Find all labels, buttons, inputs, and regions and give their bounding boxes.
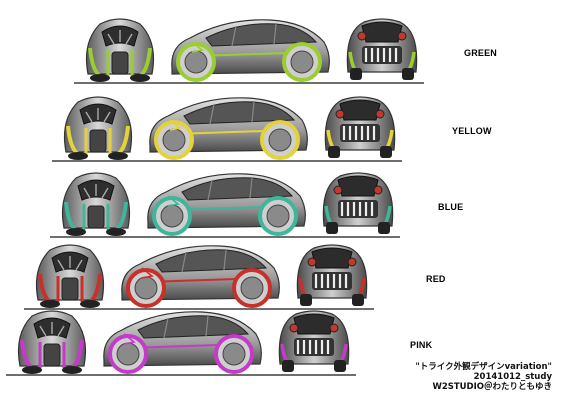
variant-row-blue: BLUE <box>0 166 566 242</box>
front-view <box>78 12 162 89</box>
ground-line <box>24 308 374 310</box>
variant-row-green: GREEN <box>0 12 566 88</box>
side-view <box>98 304 266 381</box>
rear-view-icon <box>296 244 368 306</box>
rear-view <box>340 12 424 89</box>
rear-view-icon <box>346 18 418 80</box>
side-view <box>166 12 334 89</box>
front-view-icon <box>35 244 105 308</box>
caption-title: "トライク外観デザインvariation" <box>415 362 552 372</box>
front-view <box>54 166 138 243</box>
side-view-icon <box>149 97 308 160</box>
ground-line <box>52 160 402 162</box>
side-view-icon <box>147 173 306 236</box>
side-view <box>142 166 310 243</box>
front-view-icon <box>17 310 87 374</box>
rear-view-icon <box>322 172 394 234</box>
side-view <box>116 238 284 315</box>
front-view <box>56 90 140 167</box>
side-view-icon <box>171 19 330 82</box>
side-view-icon <box>121 245 280 308</box>
rear-view-icon <box>278 310 350 372</box>
variant-row-yellow: YELLOW <box>0 90 566 166</box>
front-view-icon <box>85 18 155 82</box>
variant-label: BLUE <box>438 202 464 212</box>
variant-row-pink: PINK <box>0 304 566 380</box>
front-view <box>10 304 94 381</box>
ground-line <box>74 82 424 84</box>
front-view-icon <box>61 172 131 236</box>
variant-label: RED <box>426 274 446 284</box>
front-view <box>28 238 112 315</box>
variant-label: YELLOW <box>452 126 492 136</box>
variant-row-red: RED <box>0 238 566 314</box>
rear-view <box>316 166 400 243</box>
sheet-caption: "トライク外観デザインvariation" 20141012_study W2S… <box>415 362 552 392</box>
ground-line <box>50 236 400 238</box>
caption-date: 20141012_study <box>473 372 552 382</box>
side-view-icon <box>103 311 262 374</box>
ground-line <box>6 374 356 376</box>
caption-author: W2STUDIO＠わたりともゆき <box>432 382 552 392</box>
rear-view-icon <box>324 96 396 158</box>
variant-label: PINK <box>410 340 433 350</box>
rear-view <box>318 90 402 167</box>
variant-label: GREEN <box>464 48 498 58</box>
rear-view <box>272 304 356 381</box>
rear-view <box>290 238 374 315</box>
front-view-icon <box>63 96 133 160</box>
side-view <box>144 90 312 167</box>
